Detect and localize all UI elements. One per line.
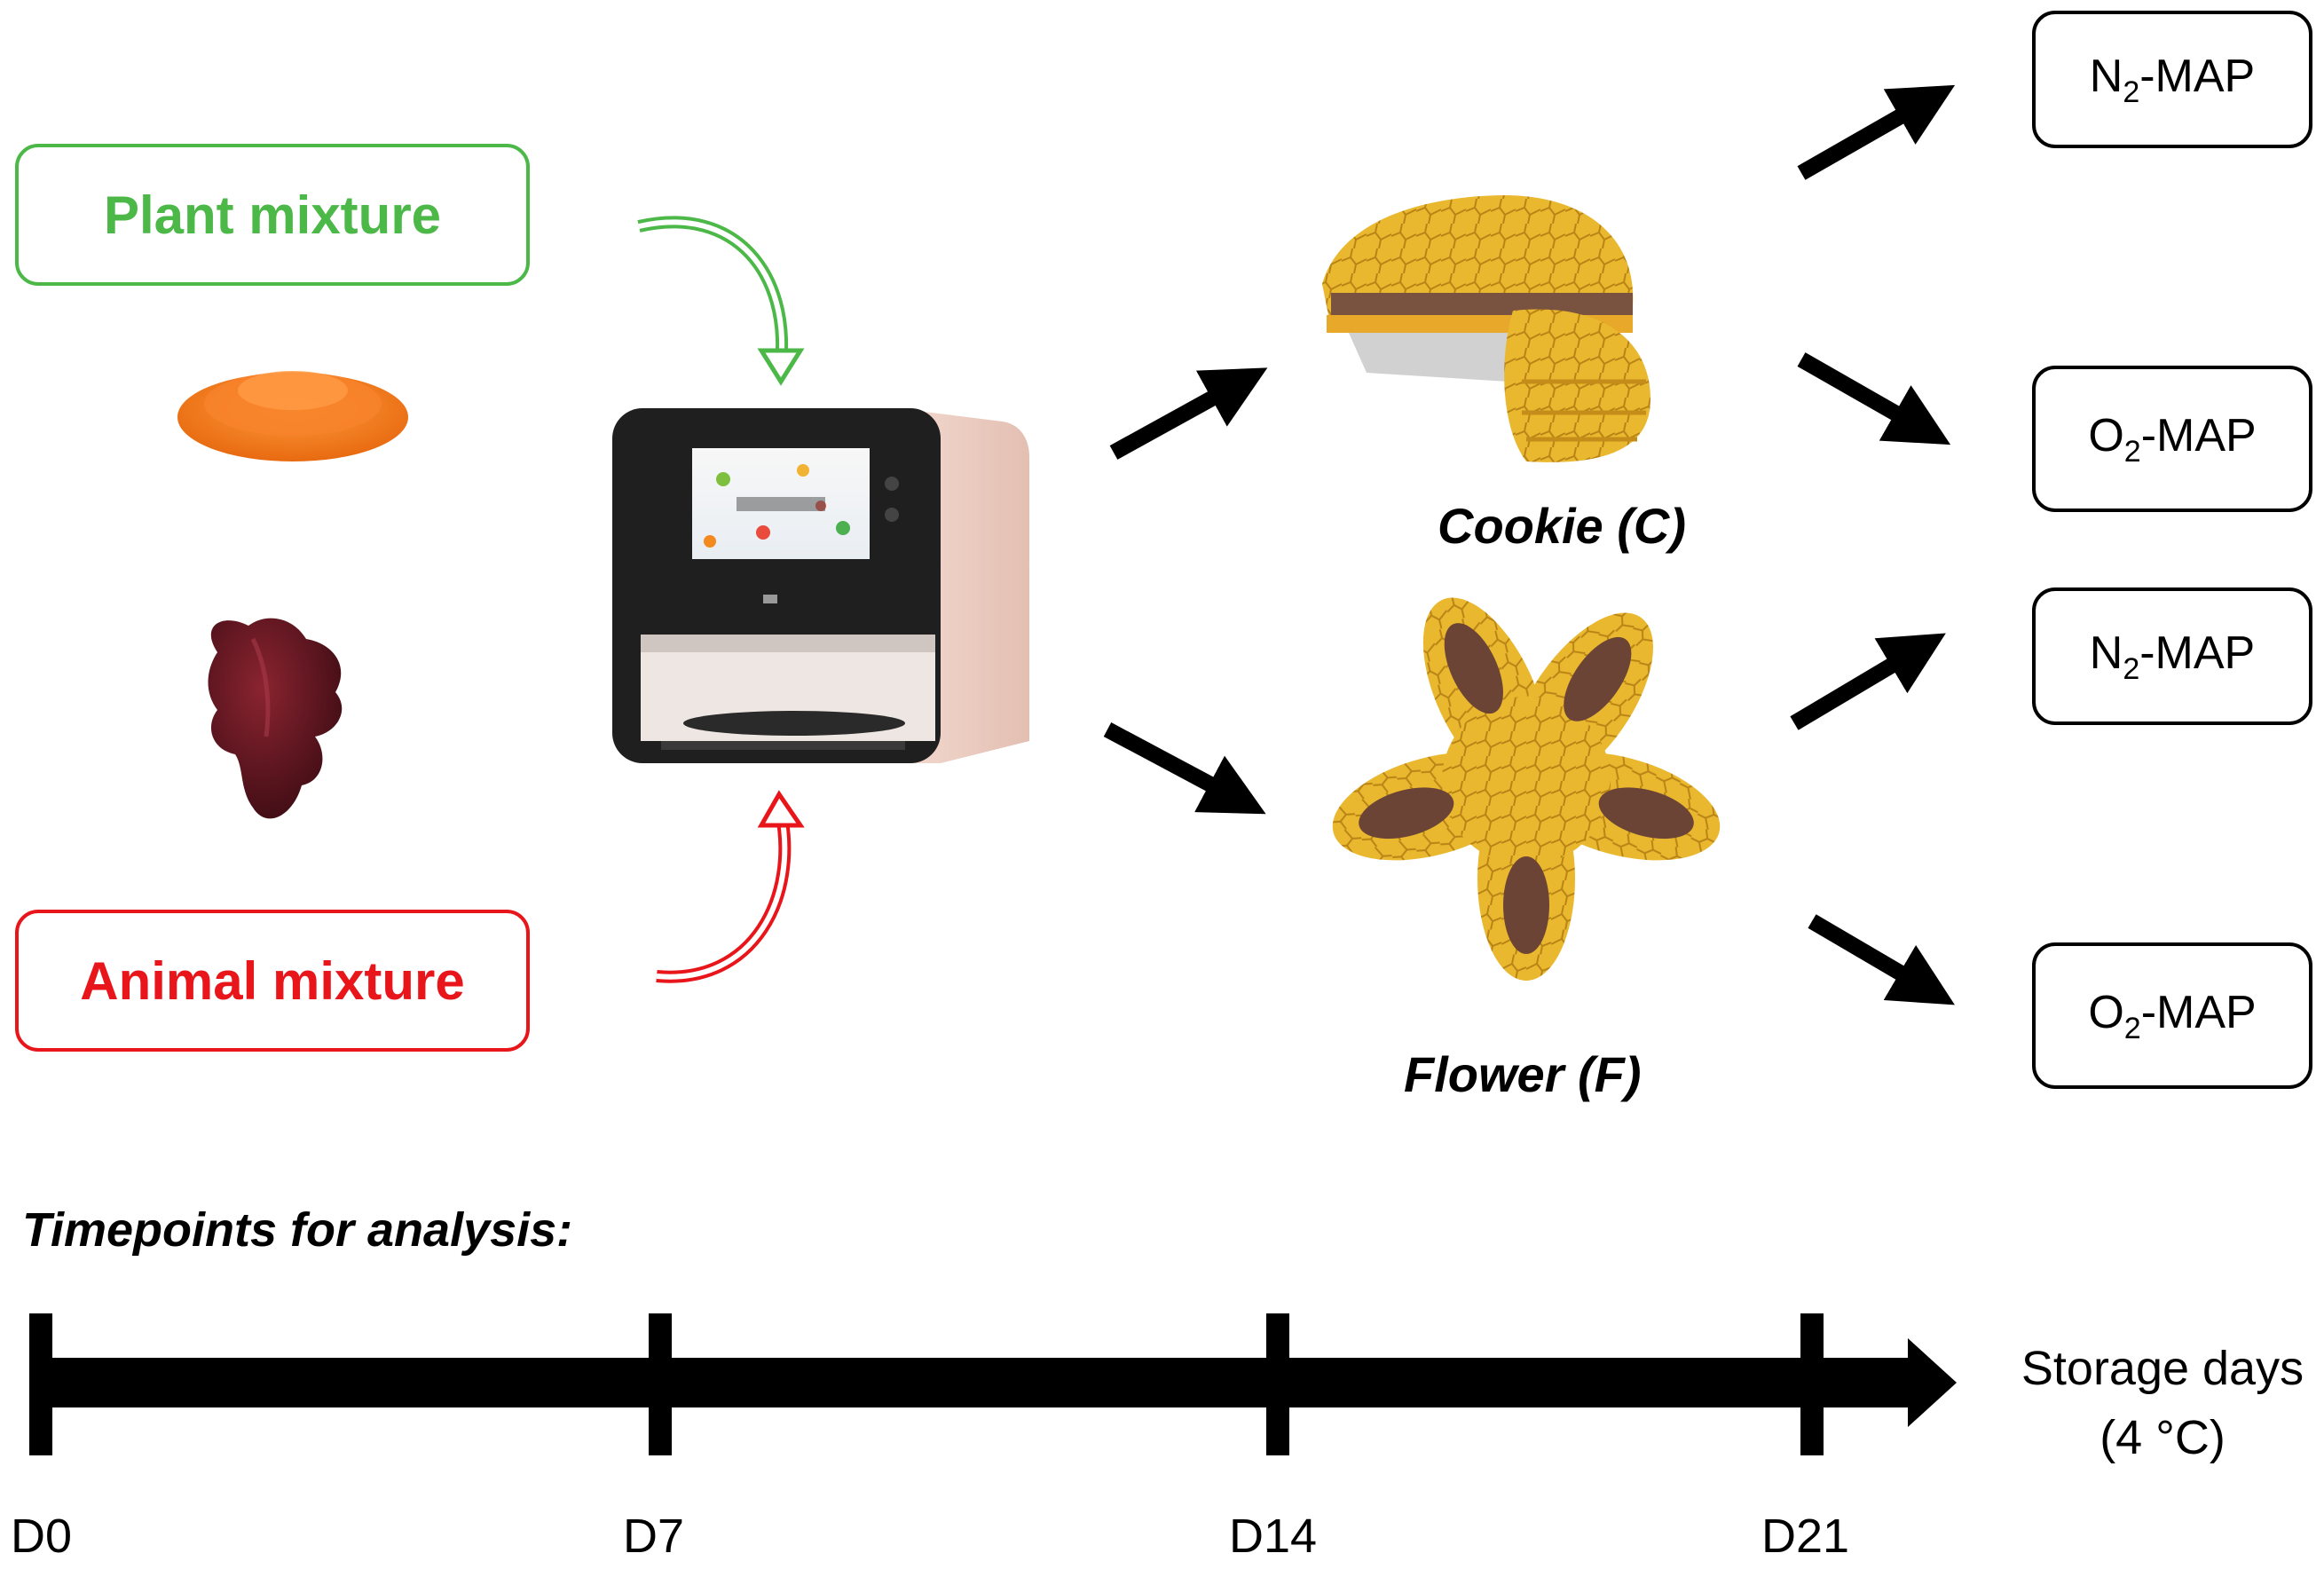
timepoints-title: Timepoints for analysis:: [22, 1203, 573, 1257]
animal-inflow-arrow: [656, 810, 792, 983]
plant-inflow-arrow: [637, 216, 789, 365]
day-label-d0: D0: [11, 1510, 73, 1563]
animal-inflow-arrowhead: [757, 790, 805, 828]
map-box-flower-n2: N2-MAP: [2032, 587, 2312, 725]
day-label-d14: D14: [1229, 1510, 1318, 1563]
flower-cookie-icon: [1332, 597, 1721, 981]
plant-mixture-label: Plant mixture: [103, 185, 442, 245]
liver-icon: [208, 618, 343, 819]
day-label-d7: D7: [623, 1510, 685, 1563]
arrow-to-cookie: [1109, 367, 1268, 460]
arrow-flower-n2: [1790, 633, 1946, 730]
map-label: N2-MAP: [2089, 627, 2256, 686]
day-label-d21: D21: [1761, 1510, 1850, 1563]
map-label: N2-MAP: [2089, 50, 2256, 109]
flower-label: Flower (F): [1404, 1046, 1642, 1102]
map-box-cookie-n2: N2-MAP: [2032, 11, 2312, 148]
food-3d-printer-icon: [612, 408, 1029, 763]
map-label: O2-MAP: [2088, 986, 2257, 1045]
plant-mixture-box: Plant mixture: [15, 144, 530, 286]
cookie-icon: [1322, 195, 1650, 462]
cookie-label: Cookie (C): [1438, 498, 1686, 554]
arrow-to-flower: [1103, 722, 1266, 815]
timeline-axis: [29, 1313, 1957, 1455]
animal-mixture-box: Animal mixture: [15, 910, 530, 1052]
map-box-cookie-o2: O2-MAP: [2032, 366, 2312, 512]
lentil-pile-icon: [177, 371, 408, 461]
map-box-flower-o2: O2-MAP: [2032, 942, 2312, 1089]
arrow-cookie-n2: [1797, 84, 1956, 180]
arrow-flower-o2: [1808, 914, 1955, 1005]
arrow-cookie-o2: [1797, 352, 1951, 445]
plant-inflow-arrowhead: [757, 348, 805, 386]
map-label: O2-MAP: [2088, 409, 2257, 469]
storage-days-label: Storage days (4 °C): [2021, 1342, 2304, 1464]
animal-mixture-label: Animal mixture: [80, 950, 465, 1011]
